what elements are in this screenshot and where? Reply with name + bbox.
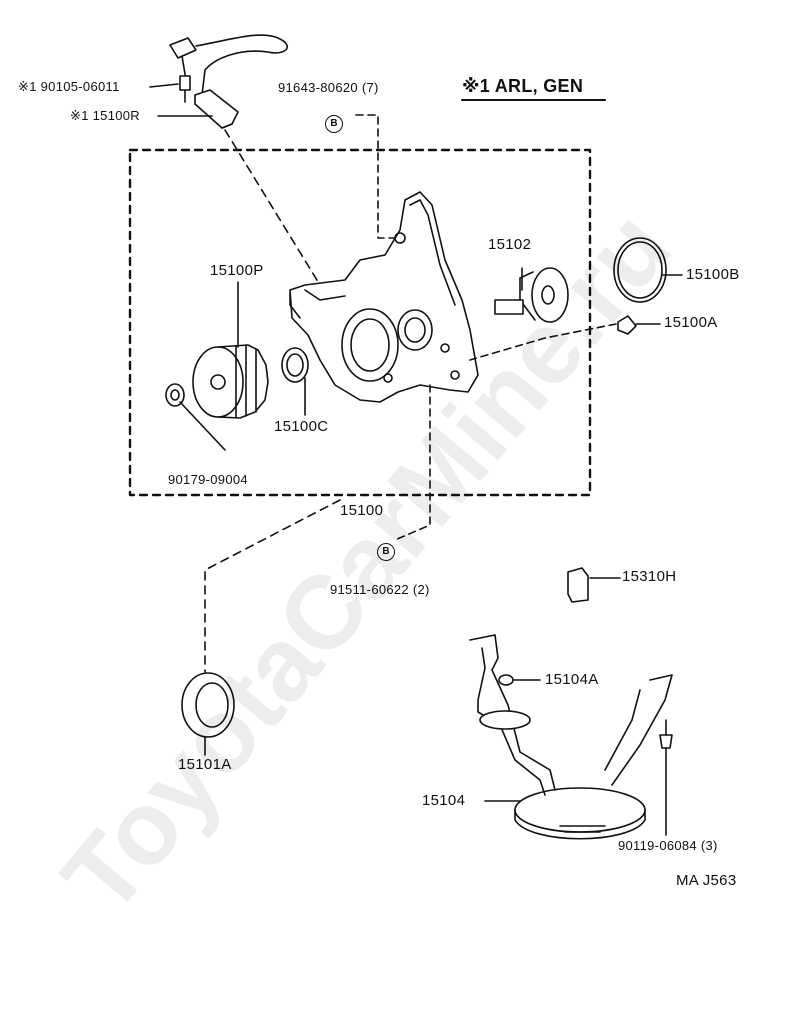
label-15100B: 15100B bbox=[686, 266, 740, 283]
header-label: ※1 ARL, GEN bbox=[462, 76, 584, 96]
label-90105: ※1 90105-06011 bbox=[18, 79, 120, 94]
label-15104: 15104 bbox=[422, 792, 466, 809]
assembly-boundary bbox=[128, 148, 592, 497]
label-90119: 90119-06084 (3) bbox=[618, 838, 718, 853]
nut-90179 bbox=[165, 383, 226, 451]
bolt-90105 bbox=[179, 75, 191, 103]
o-ring-15100B bbox=[613, 237, 683, 303]
callout-b-bottom: B bbox=[377, 543, 395, 561]
leader-90105 bbox=[149, 83, 179, 88]
label-91511: 91511-60622 (2) bbox=[330, 582, 430, 597]
oil-pump-body bbox=[289, 191, 479, 403]
label-91643: 91643-80620 (7) bbox=[278, 80, 379, 95]
label-15100R: ※1 15100R bbox=[70, 108, 140, 123]
valve-15310H bbox=[567, 567, 621, 603]
label-15310H: 15310H bbox=[622, 568, 677, 585]
label-15101A: 15101A bbox=[178, 756, 232, 773]
dashed-91643 bbox=[355, 114, 397, 239]
label-90179: 90179-09004 bbox=[168, 472, 248, 487]
oil-strainer-15104 bbox=[469, 634, 673, 840]
label-15104A: 15104A bbox=[545, 671, 599, 688]
callout-b-top: B bbox=[325, 115, 343, 133]
label-15100P: 15100P bbox=[210, 262, 264, 279]
plug-15100A bbox=[469, 315, 661, 361]
label-15102: 15102 bbox=[488, 236, 532, 253]
dashed-15101A bbox=[204, 499, 341, 673]
label-15100C: 15100C bbox=[274, 418, 329, 435]
driven-gear-15100P bbox=[192, 281, 269, 419]
label-15100A: 15100A bbox=[664, 314, 718, 331]
diagram-code: MA J563 bbox=[676, 872, 737, 889]
seal-15100C bbox=[281, 347, 309, 416]
dashed-sensor bbox=[224, 129, 321, 286]
sensor-15100R bbox=[169, 34, 289, 129]
dashed-91511 bbox=[394, 384, 431, 541]
oil-seal-15101A bbox=[181, 672, 235, 756]
drive-rotor-15102 bbox=[494, 267, 569, 323]
label-15100: 15100 bbox=[340, 502, 384, 519]
bolt-90119 bbox=[659, 719, 673, 836]
